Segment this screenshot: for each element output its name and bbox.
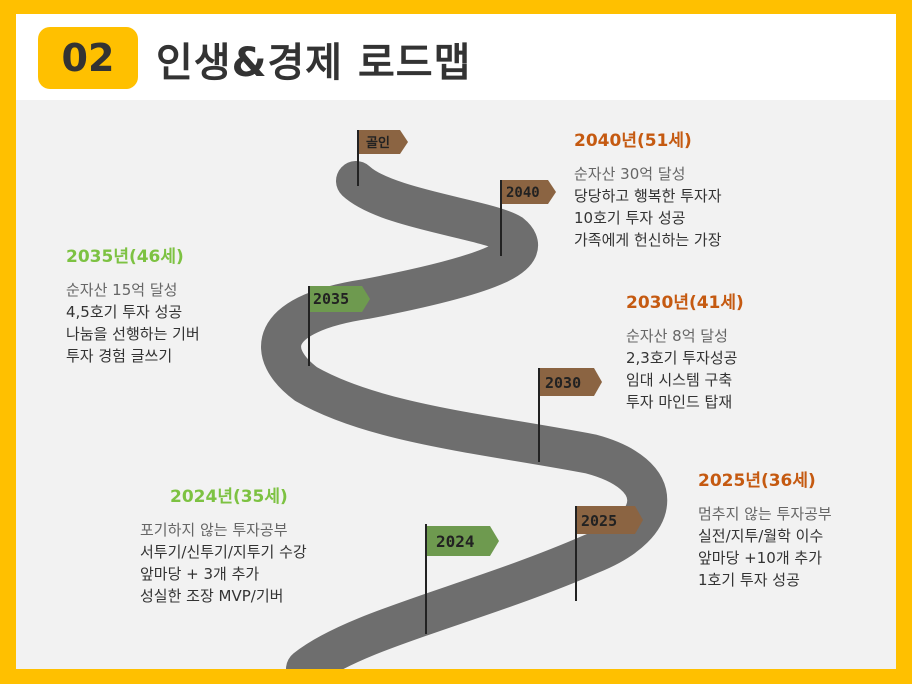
milestone-2040-line: 순자산 30억 달성 (574, 165, 686, 183)
milestone-2040-line: 당당하고 행복한 투자자 (574, 187, 722, 205)
milestone-2025-line: 멈추지 않는 투자공부 (698, 505, 832, 523)
milestone-2040-year: 2040년(51세) (574, 131, 692, 151)
milestone-2024-line: 성실한 조장 MVP/기버 (140, 587, 284, 605)
milestone-2025-line: 실전/지투/월학 이수 (698, 527, 824, 545)
milestone-2035-line: 나눔을 선행하는 기버 (66, 325, 200, 343)
milestone-2035-line: 4,5호기 투자 성공 (66, 303, 183, 321)
flag-2040-label: 2040 (506, 185, 540, 201)
flag-goal-label: 골인 (366, 135, 390, 151)
flag-2025-label: 2025 (581, 512, 617, 530)
roadmap-graphic: 골인 2040 2035 2030 2025 (261, 130, 667, 669)
milestone-2024-line: 앞마당 + 3개 추가 (140, 565, 260, 583)
section-number-badge: 02 (38, 27, 138, 89)
header-bar: 02 인생&경제 로드맵 (16, 14, 896, 100)
milestone-2024-line: 서투기/신투기/지투기 수강 (140, 543, 307, 561)
milestone-2025-line: 앞마당 +10개 추가 (698, 549, 822, 567)
milestone-2035: 2035년(46세) 순자산 15억 달성 4,5호기 투자 성공 나눔을 선행… (66, 242, 200, 367)
milestone-2025: 2025년(36세) 멈추지 않는 투자공부 실전/지투/월학 이수 앞마당 +… (698, 466, 832, 591)
slide: 02 인생&경제 로드맵 골인 2040 2035 2030 (16, 14, 896, 669)
milestone-2030-line: 순자산 8억 달성 (626, 327, 728, 345)
flag-2030: 2030 (538, 368, 602, 462)
flag-2035-label: 2035 (313, 290, 349, 308)
milestone-2035-year: 2035년(46세) (66, 247, 184, 267)
milestone-2030-line: 임대 시스템 구축 (626, 371, 733, 389)
milestone-2040: 2040년(51세) 순자산 30억 달성 당당하고 행복한 투자자 10호기 … (574, 126, 722, 251)
flag-2040: 2040 (500, 180, 556, 256)
milestone-2025-line: 1호기 투자 성공 (698, 571, 800, 589)
page-title: 인생&경제 로드맵 (156, 40, 472, 86)
milestone-2024: 2024년(35세) 포기하지 않는 투자공부 서투기/신투기/지투기 수강 앞… (140, 482, 307, 607)
milestone-2030: 2030년(41세) 순자산 8억 달성 2,3호기 투자성공 임대 시스템 구… (626, 288, 744, 413)
milestone-2030-line: 2,3호기 투자성공 (626, 349, 738, 367)
milestone-2024-year: 2024년(35세) (170, 487, 288, 507)
flag-2024: 2024 (425, 524, 499, 634)
flag-goal: 골인 (357, 130, 408, 186)
milestone-2030-line: 투자 마인드 탑재 (626, 393, 733, 411)
milestone-2040-line: 가족에게 헌신하는 가장 (574, 231, 722, 249)
milestone-2035-line: 순자산 15억 달성 (66, 281, 178, 299)
flag-2024-label: 2024 (436, 532, 475, 551)
milestone-2030-year: 2030년(41세) (626, 293, 744, 313)
milestone-2035-line: 투자 경험 글쓰기 (66, 347, 173, 365)
milestone-2040-line: 10호기 투자 성공 (574, 209, 686, 227)
winding-road (261, 161, 667, 669)
flag-2035: 2035 (308, 286, 370, 366)
milestone-2024-line: 포기하지 않는 투자공부 (140, 521, 288, 539)
flag-2030-label: 2030 (545, 374, 581, 392)
milestone-2025-year: 2025년(36세) (698, 471, 816, 491)
flag-2025: 2025 (575, 506, 643, 601)
